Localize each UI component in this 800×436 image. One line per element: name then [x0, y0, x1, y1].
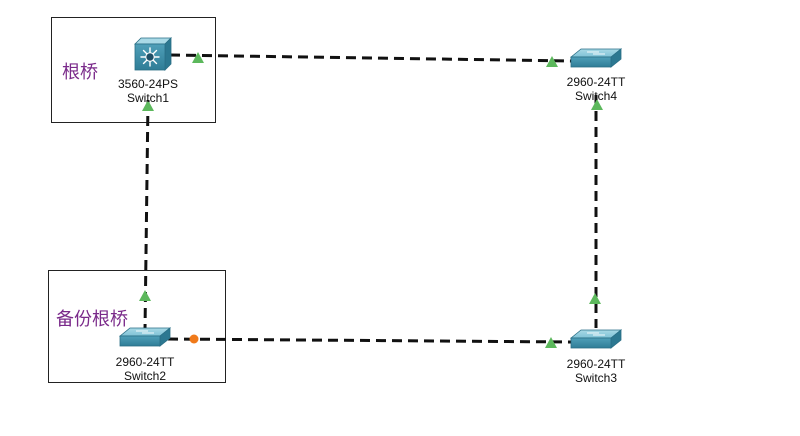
backup-root-bridge-frame	[48, 270, 226, 383]
device-name: Switch4	[574, 89, 618, 103]
port-up-indicator	[192, 52, 204, 63]
port-up-indicator	[589, 293, 601, 304]
device-model: 2960-24TT	[566, 75, 626, 89]
link-switch2-switch3[interactable]	[167, 337, 573, 344]
device-model: 2960-24TT	[566, 357, 626, 371]
device-label-switch2[interactable]: 2960-24TT Switch2	[100, 355, 190, 383]
switch-icon[interactable]	[569, 48, 623, 68]
switch-icon[interactable]	[569, 329, 623, 349]
backup-root-bridge-note: 备份根桥	[56, 309, 128, 330]
port-up-indicator	[546, 56, 558, 67]
link-switch1-switch2[interactable]	[143, 99, 150, 331]
device-name: Switch1	[126, 91, 170, 105]
port-blocking-indicator	[189, 334, 199, 344]
device-label-switch4[interactable]: 2960-24TT Switch4	[551, 75, 641, 103]
link-switch1-switch4[interactable]	[169, 53, 573, 63]
device-model: 3560-24PS	[117, 77, 179, 91]
root-bridge-note: 根桥	[62, 62, 98, 83]
device-name: Switch3	[574, 371, 618, 385]
port-up-indicator	[142, 100, 154, 111]
switch-icon[interactable]	[118, 327, 172, 347]
root-bridge-frame	[51, 17, 216, 123]
port-up-indicator	[591, 99, 603, 110]
device-model: 2960-24TT	[115, 355, 175, 369]
device-label-switch1[interactable]: 3560-24PS Switch1	[103, 77, 193, 105]
port-up-indicator	[545, 337, 557, 348]
port-up-indicator	[139, 290, 151, 301]
device-label-switch3[interactable]: 2960-24TT Switch3	[551, 357, 641, 385]
device-name: Switch2	[123, 369, 167, 383]
multilayer-switch-icon[interactable]	[134, 37, 172, 71]
